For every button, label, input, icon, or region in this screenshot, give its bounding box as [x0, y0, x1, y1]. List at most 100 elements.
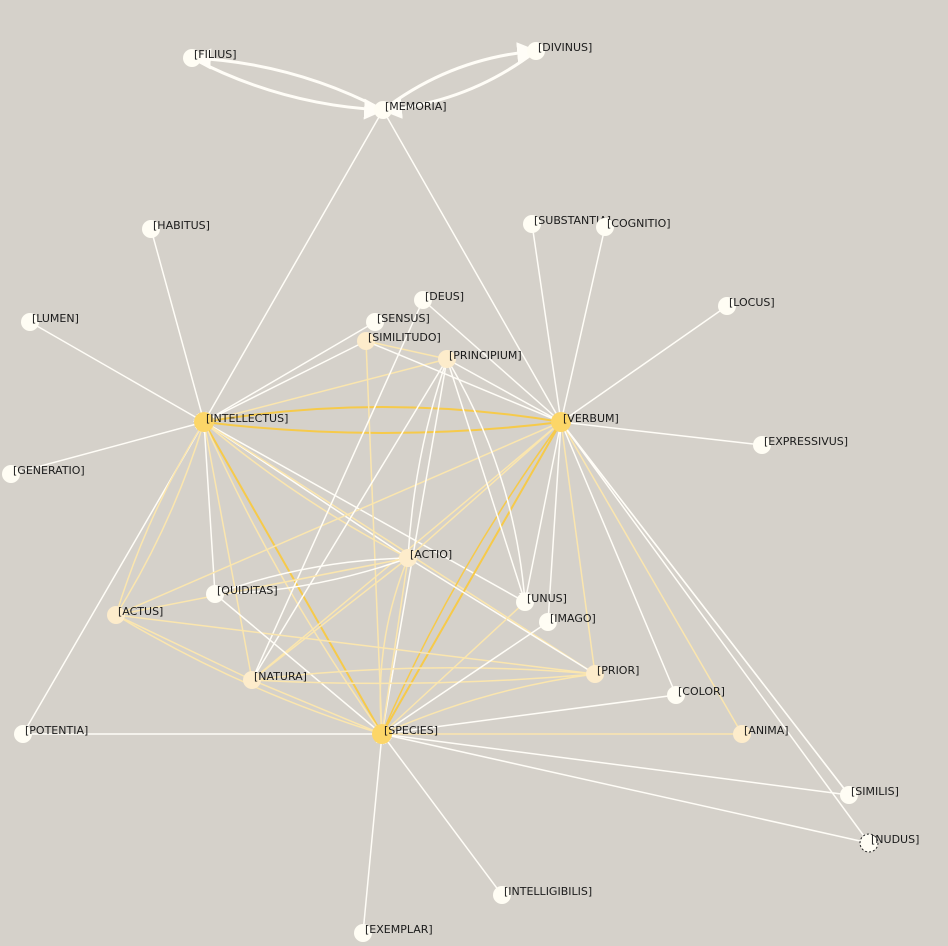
edge-intellectus-unus [203, 421, 526, 603]
node-memoria[interactable]: [MEMORIA] [374, 100, 447, 119]
node-natura[interactable]: [NATURA] [243, 670, 307, 689]
node-marker-lumen[interactable] [21, 313, 39, 331]
node-generatio[interactable]: [GENERATIO] [2, 464, 85, 483]
node-similis[interactable]: [SIMILIS] [840, 785, 899, 804]
node-marker-similis[interactable] [840, 786, 858, 804]
node-marker-actio[interactable] [399, 549, 417, 567]
node-marker-nudus[interactable] [859, 833, 879, 853]
node-marker-species[interactable] [372, 724, 392, 744]
node-habitus[interactable]: [HABITUS] [142, 219, 210, 238]
node-lumen[interactable]: [LUMEN] [21, 312, 79, 331]
edge-natura-prior [251, 673, 596, 685]
node-prior[interactable]: [PRIOR] [586, 664, 639, 683]
node-marker-generatio[interactable] [2, 465, 20, 483]
edge-memoria-filius [189, 48, 385, 112]
node-exemplar[interactable]: [EXEMPLAR] [354, 923, 433, 942]
node-filius[interactable]: [FILIUS] [183, 48, 237, 67]
edge-verbum-species [381, 421, 562, 735]
node-anima[interactable]: [ANIMA] [733, 724, 789, 743]
node-imago[interactable]: [IMAGO] [539, 612, 596, 631]
node-marker-imago[interactable] [539, 613, 557, 631]
node-marker-prior[interactable] [586, 665, 604, 683]
node-principium[interactable]: [PRINCIPIUM] [438, 349, 522, 368]
node-marker-unus[interactable] [516, 593, 534, 611]
node-quiditas[interactable]: [QUIDITAS] [206, 584, 278, 603]
node-color[interactable]: [COLOR] [667, 685, 725, 704]
node-actio[interactable]: [ACTIO] [399, 548, 452, 567]
edge-locus-verbum [560, 305, 728, 423]
node-marker-potentia[interactable] [14, 725, 32, 743]
node-label-habitus: [HABITUS] [153, 219, 210, 232]
node-marker-natura[interactable] [243, 671, 261, 689]
edge-verbum-color [560, 421, 677, 696]
node-marker-actus[interactable] [107, 606, 125, 624]
node-label-sensus: [SENSUS] [377, 312, 430, 325]
node-marker-exemplar[interactable] [354, 924, 372, 942]
node-divinus[interactable]: [DIVINUS] [527, 41, 592, 60]
edge-intellectus-principium [203, 358, 448, 423]
edge-expressivus-verbum [560, 421, 763, 446]
node-marker-sensus[interactable] [366, 313, 384, 331]
node-intellectus[interactable]: [INTELLECTUS] [194, 412, 288, 432]
edge-actio-species [381, 557, 409, 735]
edge-verbum-nudus [560, 421, 870, 844]
node-marker-quiditas[interactable] [206, 585, 224, 603]
node-label-deus: [DEUS] [425, 290, 464, 303]
node-deus[interactable]: [DEUS] [414, 290, 464, 309]
edge-actio-natura [251, 557, 409, 681]
edge-intellectus-natura [203, 421, 253, 681]
node-label-filius: [FILIUS] [194, 48, 237, 61]
node-marker-anima[interactable] [733, 725, 751, 743]
node-marker-cognitio[interactable] [596, 218, 614, 236]
node-marker-deus[interactable] [414, 291, 432, 309]
node-label-expressivus: [EXPRESSIVUS] [764, 435, 848, 448]
node-label-intelligibilis: [INTELLIGIBILIS] [504, 885, 592, 898]
node-locus[interactable]: [LOCUS] [718, 296, 775, 315]
node-label-verbum: [VERBUM] [563, 412, 619, 425]
node-marker-intelligibilis[interactable] [493, 886, 511, 904]
node-marker-locus[interactable] [718, 297, 736, 315]
node-actus[interactable]: [ACTUS] [107, 605, 163, 624]
node-expressivus[interactable]: [EXPRESSIVUS] [753, 435, 848, 454]
edge-actio-prior [407, 557, 596, 675]
node-marker-verbum[interactable] [551, 412, 571, 432]
node-substantia[interactable]: [SUBSTANTIA] [523, 214, 611, 233]
edge-natura-prior [251, 667, 596, 681]
node-marker-divinus[interactable] [527, 42, 545, 60]
node-marker-expressivus[interactable] [753, 436, 771, 454]
node-similitudo[interactable]: [SIMILITUDO] [357, 331, 441, 350]
node-marker-habitus[interactable] [142, 220, 160, 238]
node-potentia[interactable]: [POTENTIA] [14, 724, 88, 743]
edge-sensus-intellectus [203, 321, 376, 423]
node-unus[interactable]: [UNUS] [516, 592, 567, 611]
edge-memoria-verbum [382, 109, 562, 423]
edge-verbum-species [381, 421, 562, 735]
node-verbum[interactable]: [VERBUM] [551, 412, 619, 432]
node-label-similis: [SIMILIS] [851, 785, 899, 798]
node-marker-color[interactable] [667, 686, 685, 704]
node-marker-intellectus[interactable] [194, 412, 214, 432]
edge-deus-natura [251, 299, 424, 681]
edge-lumen-intellectus [29, 321, 205, 423]
node-marker-principium[interactable] [438, 350, 456, 368]
edge-similitudo-principium [365, 340, 448, 360]
node-label-actio: [ACTIO] [410, 548, 452, 561]
edge-verbum-unus [524, 421, 562, 603]
node-nudus[interactable]: [NUDUS] [859, 833, 919, 853]
node-label-nudus: [NUDUS] [871, 833, 919, 846]
edge-divinus-memoria [380, 49, 538, 119]
node-marker-filius[interactable] [183, 49, 201, 67]
node-marker-memoria[interactable] [374, 101, 392, 119]
node-marker-similitudo[interactable] [357, 332, 375, 350]
edge-similitudo-intellectus [203, 340, 367, 423]
node-label-generatio: [GENERATIO] [13, 464, 85, 477]
node-species[interactable]: [SPECIES] [372, 724, 438, 744]
edge-cognitio-verbum [560, 226, 606, 423]
edge-intelligibilis-species [381, 733, 503, 896]
edge-species-unus [381, 601, 526, 735]
node-label-anima: [ANIMA] [744, 724, 789, 737]
node-intelligibilis[interactable]: [INTELLIGIBILIS] [493, 885, 592, 904]
node-cognitio[interactable]: [COGNITIO] [596, 217, 671, 236]
node-marker-substantia[interactable] [523, 215, 541, 233]
node-sensus[interactable]: [SENSUS] [366, 312, 430, 331]
